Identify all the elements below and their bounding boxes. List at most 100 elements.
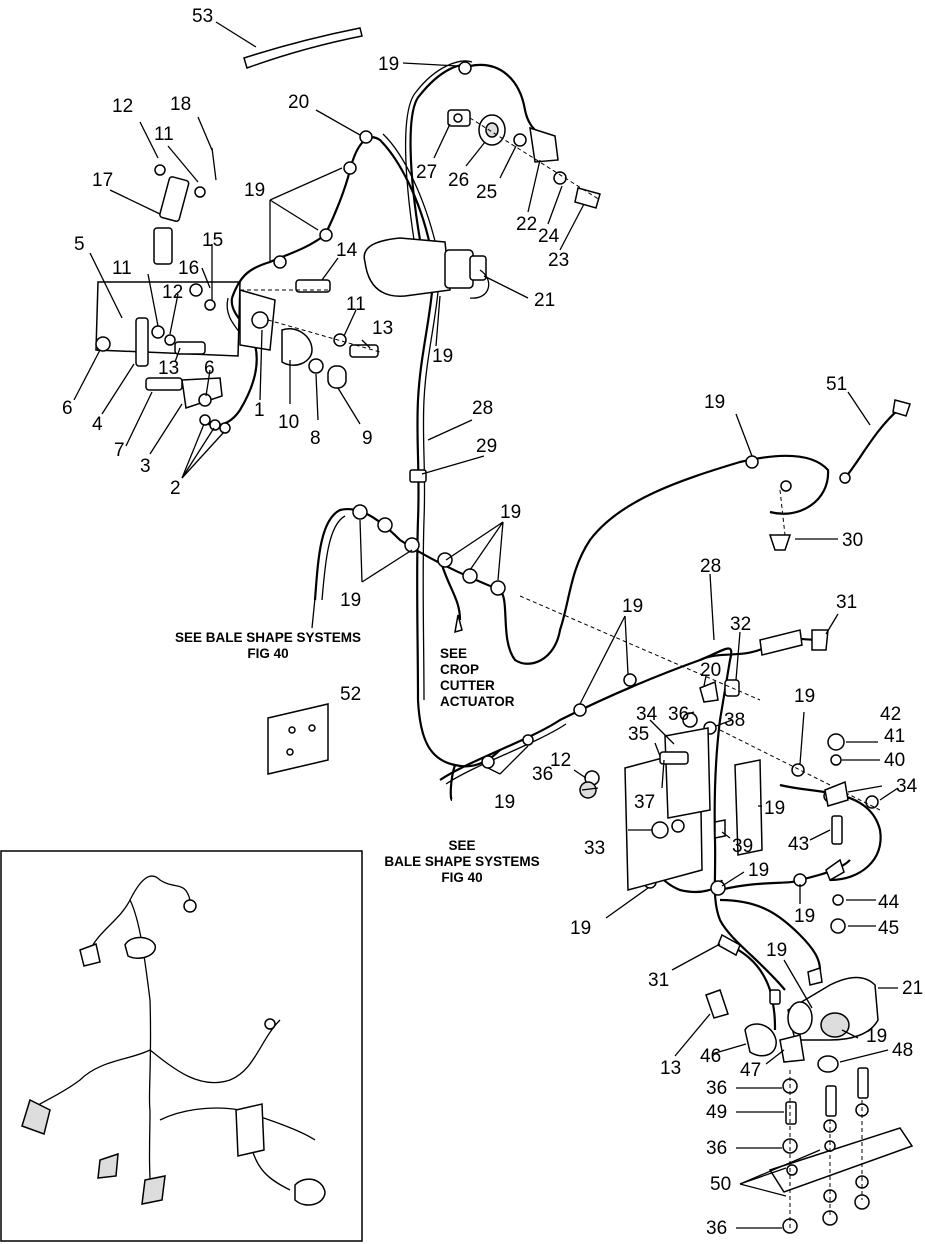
callout-13: 13 — [660, 1058, 681, 1079]
callout-11: 11 — [346, 294, 366, 315]
callout-19: 19 — [500, 502, 521, 523]
callout-31: 31 — [836, 592, 857, 613]
callout-34: 34 — [636, 704, 658, 725]
callout-34: 19 — [764, 798, 785, 819]
callout-50: 50 — [710, 1174, 731, 1195]
callout-19: 34 — [896, 776, 918, 797]
callout-23: 23 — [548, 250, 569, 271]
callout-19: 19 — [866, 1026, 887, 1047]
callout-36: 36 — [668, 704, 689, 725]
plate-52 — [267, 703, 329, 775]
leader-lines — [73, 21, 899, 1229]
callout-32: 32 — [730, 614, 751, 635]
callout-19: 19 — [378, 54, 399, 75]
notes: SEE BALE SHAPE SYSTEMS FIG 40 SEE CROP C… — [175, 630, 540, 885]
callout-16: 16 — [178, 258, 199, 279]
callout-44: 44 — [878, 892, 900, 913]
note-bale-shape-bottom-1: SEE — [448, 838, 475, 853]
callout-30: 30 — [842, 530, 863, 551]
callout-19: 19 — [244, 180, 265, 201]
callout-19: 19 — [494, 792, 515, 813]
callout-19: 19 — [622, 596, 643, 617]
callout-10: 10 — [278, 412, 299, 433]
note-bale-shape-bottom-3: FIG 40 — [441, 870, 482, 885]
callout-15: 15 — [202, 230, 223, 251]
callout-36: 36 — [706, 1218, 727, 1239]
callout-21: 21 — [902, 978, 923, 999]
callout-49: 49 — [706, 1102, 727, 1123]
actuator-21-upper — [363, 237, 490, 299]
mounting-plate-50 — [768, 1067, 914, 1234]
callout-19: 19 — [794, 686, 815, 707]
callout-41: 41 — [884, 726, 905, 747]
callout-53: 53 — [192, 6, 213, 27]
callout-3: 3 — [140, 456, 151, 477]
callout-14: 14 — [336, 240, 358, 261]
callout-45: 45 — [878, 918, 899, 939]
callout-6: 6 — [62, 398, 73, 419]
callout-4: 4 — [92, 414, 103, 435]
note-bale-shape-top-2: FIG 40 — [247, 646, 288, 661]
callout-19: 19 — [748, 860, 769, 881]
note-crop-cutter-2: CROP — [440, 662, 479, 677]
callout-37: 37 — [634, 792, 655, 813]
overview-inset — [0, 850, 363, 1242]
note-bale-shape-top-1: SEE BALE SHAPE SYSTEMS — [175, 630, 361, 645]
callout-52: 52 — [340, 684, 361, 705]
callout-43: 43 — [788, 834, 809, 855]
callout-48: 48 — [892, 1040, 913, 1061]
callout-8: 8 — [310, 428, 321, 449]
callout-20: 20 — [700, 660, 721, 681]
callout-35: 35 — [628, 724, 649, 745]
callout-19: 19 — [432, 346, 453, 367]
callout-46: 46 — [700, 1046, 721, 1067]
callout-33: 33 — [584, 838, 605, 859]
callout-24: 24 — [538, 226, 560, 247]
callout-21: 21 — [534, 290, 555, 311]
callout-12: 12 — [112, 96, 133, 117]
callout-19: 19 — [766, 940, 787, 961]
callout-31: 31 — [648, 970, 669, 991]
actuator-21-lower — [705, 967, 879, 1073]
callout-38: 38 — [724, 710, 745, 731]
callout-19: 19 — [704, 392, 725, 413]
callout-51: 51 — [826, 374, 847, 395]
callout-19: 19 — [340, 590, 361, 611]
main-harness-28 — [409, 291, 501, 802]
upper-harness — [199, 60, 541, 427]
control-box-33 — [579, 727, 763, 891]
callout-13: 13 — [158, 358, 179, 379]
lower-harness — [439, 595, 882, 1031]
callout-36: 36 — [532, 764, 553, 785]
callout-19: 19 — [570, 918, 591, 939]
note-crop-cutter-1: SEE — [440, 646, 467, 661]
callout-5: 5 — [74, 234, 85, 255]
callout-36: 36 — [706, 1078, 727, 1099]
callout-20: 20 — [288, 92, 309, 113]
callout-11: 11 — [154, 124, 174, 145]
callout-7: 7 — [114, 440, 125, 461]
lever-assembly — [95, 147, 381, 434]
callout-27: 27 — [416, 162, 437, 183]
callout-12: 12 — [550, 750, 571, 771]
callout-2: 2 — [170, 478, 181, 499]
callout-6: 6 — [204, 358, 215, 379]
callout-25: 25 — [476, 182, 497, 203]
note-bale-shape-bottom-2: BALE SHAPE SYSTEMS — [384, 854, 539, 869]
note-crop-cutter-4: ACTUATOR — [440, 694, 515, 709]
callout-28: 28 — [472, 398, 493, 419]
callout-12: 12 — [162, 282, 183, 303]
callout-19: 19 — [794, 906, 815, 927]
callout-18: 18 — [170, 94, 191, 115]
callout-1: 1 — [254, 400, 265, 421]
cross-harness — [313, 454, 830, 665]
callout-36: 36 — [706, 1138, 727, 1159]
note-crop-cutter-3: CUTTER — [440, 678, 495, 693]
callout-13: 13 — [372, 318, 393, 339]
callout-11: 11 — [112, 258, 132, 279]
callouts: 53 19 20 12 18 11 17 19 27 26 25 22 24 2… — [62, 6, 923, 1239]
hardware-stack-right — [824, 733, 849, 934]
callout-40: 40 — [884, 750, 905, 771]
callout-9: 9 — [362, 428, 373, 449]
trim-strip-53 — [243, 27, 363, 69]
